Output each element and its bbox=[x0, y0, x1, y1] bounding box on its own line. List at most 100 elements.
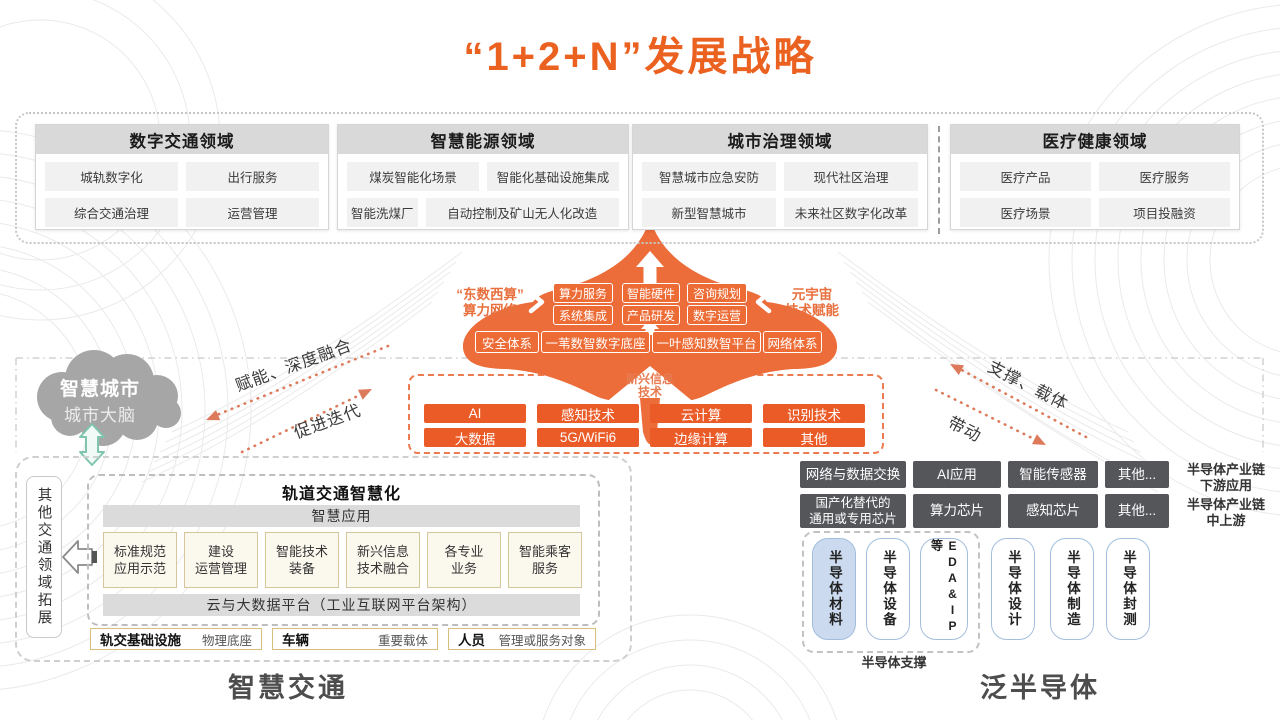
base-box-infrastructure: 轨交基础设施 物理底座 bbox=[90, 628, 262, 650]
base-box-personnel: 人员 管理或服务对象 bbox=[448, 628, 596, 650]
page-title: “1+2+N”发展战略 bbox=[463, 35, 817, 79]
rail-module: 智能技术 装备 bbox=[265, 532, 339, 588]
capability-box: 智能硬件 bbox=[622, 283, 680, 303]
domain-item: 医疗产品 bbox=[960, 162, 1091, 191]
tech-box: 大数据 bbox=[424, 428, 526, 447]
domain-box-city-governance: 城市治理领域 智慧城市应急安防 现代社区治理 新型智慧城市 未来社区数字化改革 bbox=[632, 124, 928, 230]
domain-item: 城轨数字化 bbox=[45, 162, 178, 191]
footer-smart-transport: 智慧交通 bbox=[228, 673, 348, 703]
semi-support-label: 半导体支撑 bbox=[861, 655, 927, 670]
expand-left-arrow-icon bbox=[62, 540, 97, 574]
foundation-box: 一叶感知数智平台 bbox=[652, 331, 761, 353]
chain-label-line: 半导体产业链 bbox=[1186, 462, 1265, 477]
base-role: 管理或服务对象 bbox=[498, 633, 586, 648]
capability-box: 算力服务 bbox=[553, 283, 613, 303]
footer-pan-semiconductor: 泛半导体 bbox=[980, 673, 1100, 703]
cloud-icon bbox=[37, 350, 181, 446]
chain-label-line: 下游应用 bbox=[1199, 478, 1252, 493]
rail-module: 新兴信息 技术融合 bbox=[346, 532, 420, 588]
tech-box: AI bbox=[424, 404, 526, 423]
domain-title: 智慧能源领域 bbox=[338, 125, 628, 154]
section-boundary-line bbox=[15, 357, 1264, 452]
pillar-equipment: 半导体设备 bbox=[866, 538, 910, 640]
relation-arrows bbox=[212, 344, 1088, 454]
note-line: “东数西算” bbox=[456, 287, 524, 302]
tech-box: 其他 bbox=[763, 428, 865, 447]
note-line: 元宇宙 bbox=[791, 287, 833, 302]
domain-item: 医疗场景 bbox=[960, 198, 1091, 227]
domain-box-smart-energy: 智慧能源领域 煤炭智能化场景 智能化基础设施集成 智能洗煤厂 自动控制及矿山无人… bbox=[337, 124, 629, 230]
module-line: 服务 bbox=[531, 561, 558, 576]
capability-box: 系统集成 bbox=[553, 305, 613, 325]
pillar-manufacturing: 半导体制造 bbox=[1050, 538, 1094, 640]
chain-label-line: 半导体产业链 bbox=[1186, 497, 1265, 512]
emerging-tech-line: 新兴信息 bbox=[625, 372, 674, 386]
base-role: 重要载体 bbox=[377, 633, 428, 648]
module-line: 新兴信息 bbox=[356, 544, 409, 559]
semi-midstream-box: 其他... bbox=[1105, 494, 1169, 528]
smart-city-cloud: 智慧城市 城市大脑 bbox=[35, 374, 165, 426]
domain-item: 智慧城市应急安防 bbox=[642, 162, 776, 191]
domain-item: 运营管理 bbox=[186, 198, 319, 227]
metaverse-note: 元宇宙 技术赋能 bbox=[776, 287, 848, 319]
cloud-line: 城市大脑 bbox=[64, 406, 136, 425]
cloud-bigdata-bar: 云与大数据平台（工业互联网平台架构） bbox=[103, 594, 580, 616]
chevron-left-icon bbox=[755, 290, 772, 314]
domain-item: 现代社区治理 bbox=[784, 162, 918, 191]
pillar-packaging-testing: 半导体封测 bbox=[1106, 538, 1150, 640]
semi-midstream-box: 国产化替代的 通用或专用芯片 bbox=[800, 494, 906, 528]
capability-box: 数字运营 bbox=[687, 305, 747, 325]
tech-box: 识别技术 bbox=[763, 404, 865, 423]
domain-item: 煤炭智能化场景 bbox=[347, 162, 479, 191]
up-arrow-icon bbox=[636, 251, 664, 284]
domains-frame bbox=[15, 112, 1264, 244]
midstream-line: 通用或专用芯片 bbox=[809, 512, 897, 526]
rail-transit-title: 轨道交通智慧化 bbox=[281, 486, 401, 503]
domain-title: 数字交通领域 bbox=[36, 125, 328, 154]
module-line: 各专业 bbox=[444, 544, 484, 559]
base-name: 人员 bbox=[458, 633, 485, 648]
domain-item: 医疗服务 bbox=[1099, 162, 1230, 191]
rail-module: 建设 运营管理 bbox=[184, 532, 258, 588]
tech-box: 5G/WiFi6 bbox=[537, 428, 639, 447]
domain-title: 城市治理领域 bbox=[633, 125, 927, 154]
rail-module: 智能乘客 服务 bbox=[508, 532, 582, 588]
pillar-eda-ip: EDA&IP等 bbox=[920, 538, 968, 640]
semi-downstream-box: 其他... bbox=[1105, 461, 1169, 488]
module-line: 装备 bbox=[288, 561, 315, 576]
diamond-notch bbox=[604, 366, 696, 404]
semi-midstream-box: 算力芯片 bbox=[913, 494, 1001, 528]
module-line: 智能乘客 bbox=[518, 544, 571, 559]
emerging-tech-line: 技术 bbox=[637, 385, 662, 399]
semi-midstream-box: 感知芯片 bbox=[1008, 494, 1098, 528]
rail-module: 各专业 业务 bbox=[427, 532, 501, 588]
note-line: 算力网络 bbox=[463, 303, 517, 318]
rail-module: 标准规范 应用示范 bbox=[103, 532, 177, 588]
domain-item: 智能化基础设施集成 bbox=[487, 162, 619, 191]
other-transport-label: 其他交通领域拓展 bbox=[26, 476, 62, 638]
base-role: 物理底座 bbox=[201, 633, 252, 648]
pillar-materials: 半导体材料 bbox=[812, 538, 856, 640]
base-name: 轨交基础设施 bbox=[100, 633, 181, 648]
module-line: 标准规范 bbox=[113, 544, 166, 559]
downstream-chain-label: 半导体产业链 下游应用 bbox=[1178, 462, 1274, 494]
module-line: 智能技术 bbox=[275, 544, 328, 559]
double-arrow-icon bbox=[79, 423, 105, 466]
module-line: 业务 bbox=[450, 561, 477, 576]
foundation-box: 安全体系 bbox=[475, 331, 539, 353]
semi-downstream-box: 网络与数据交换 bbox=[800, 461, 906, 488]
capability-box: 产品研发 bbox=[622, 305, 680, 325]
emerging-tech-label: 新兴信息 技术 bbox=[590, 373, 710, 399]
tech-box: 边缘计算 bbox=[650, 428, 752, 447]
smart-transport-frame bbox=[15, 456, 632, 662]
domain-box-medical-health: 医疗健康领域 医疗产品 医疗服务 医疗场景 项目投融资 bbox=[950, 124, 1240, 230]
module-line: 运营管理 bbox=[194, 561, 247, 576]
foundation-box: 一苇数智数字底座 bbox=[541, 331, 650, 353]
domain-item: 出行服务 bbox=[186, 162, 319, 191]
domain-item: 项目投融资 bbox=[1099, 198, 1230, 227]
domain-title: 医疗健康领域 bbox=[951, 125, 1239, 154]
cloud-line: 智慧城市 bbox=[59, 379, 140, 400]
domain-box-digital-transport: 数字交通领域 城轨数字化 出行服务 综合交通治理 运营管理 bbox=[35, 124, 329, 230]
domain-item: 智能洗煤厂 bbox=[347, 198, 418, 227]
